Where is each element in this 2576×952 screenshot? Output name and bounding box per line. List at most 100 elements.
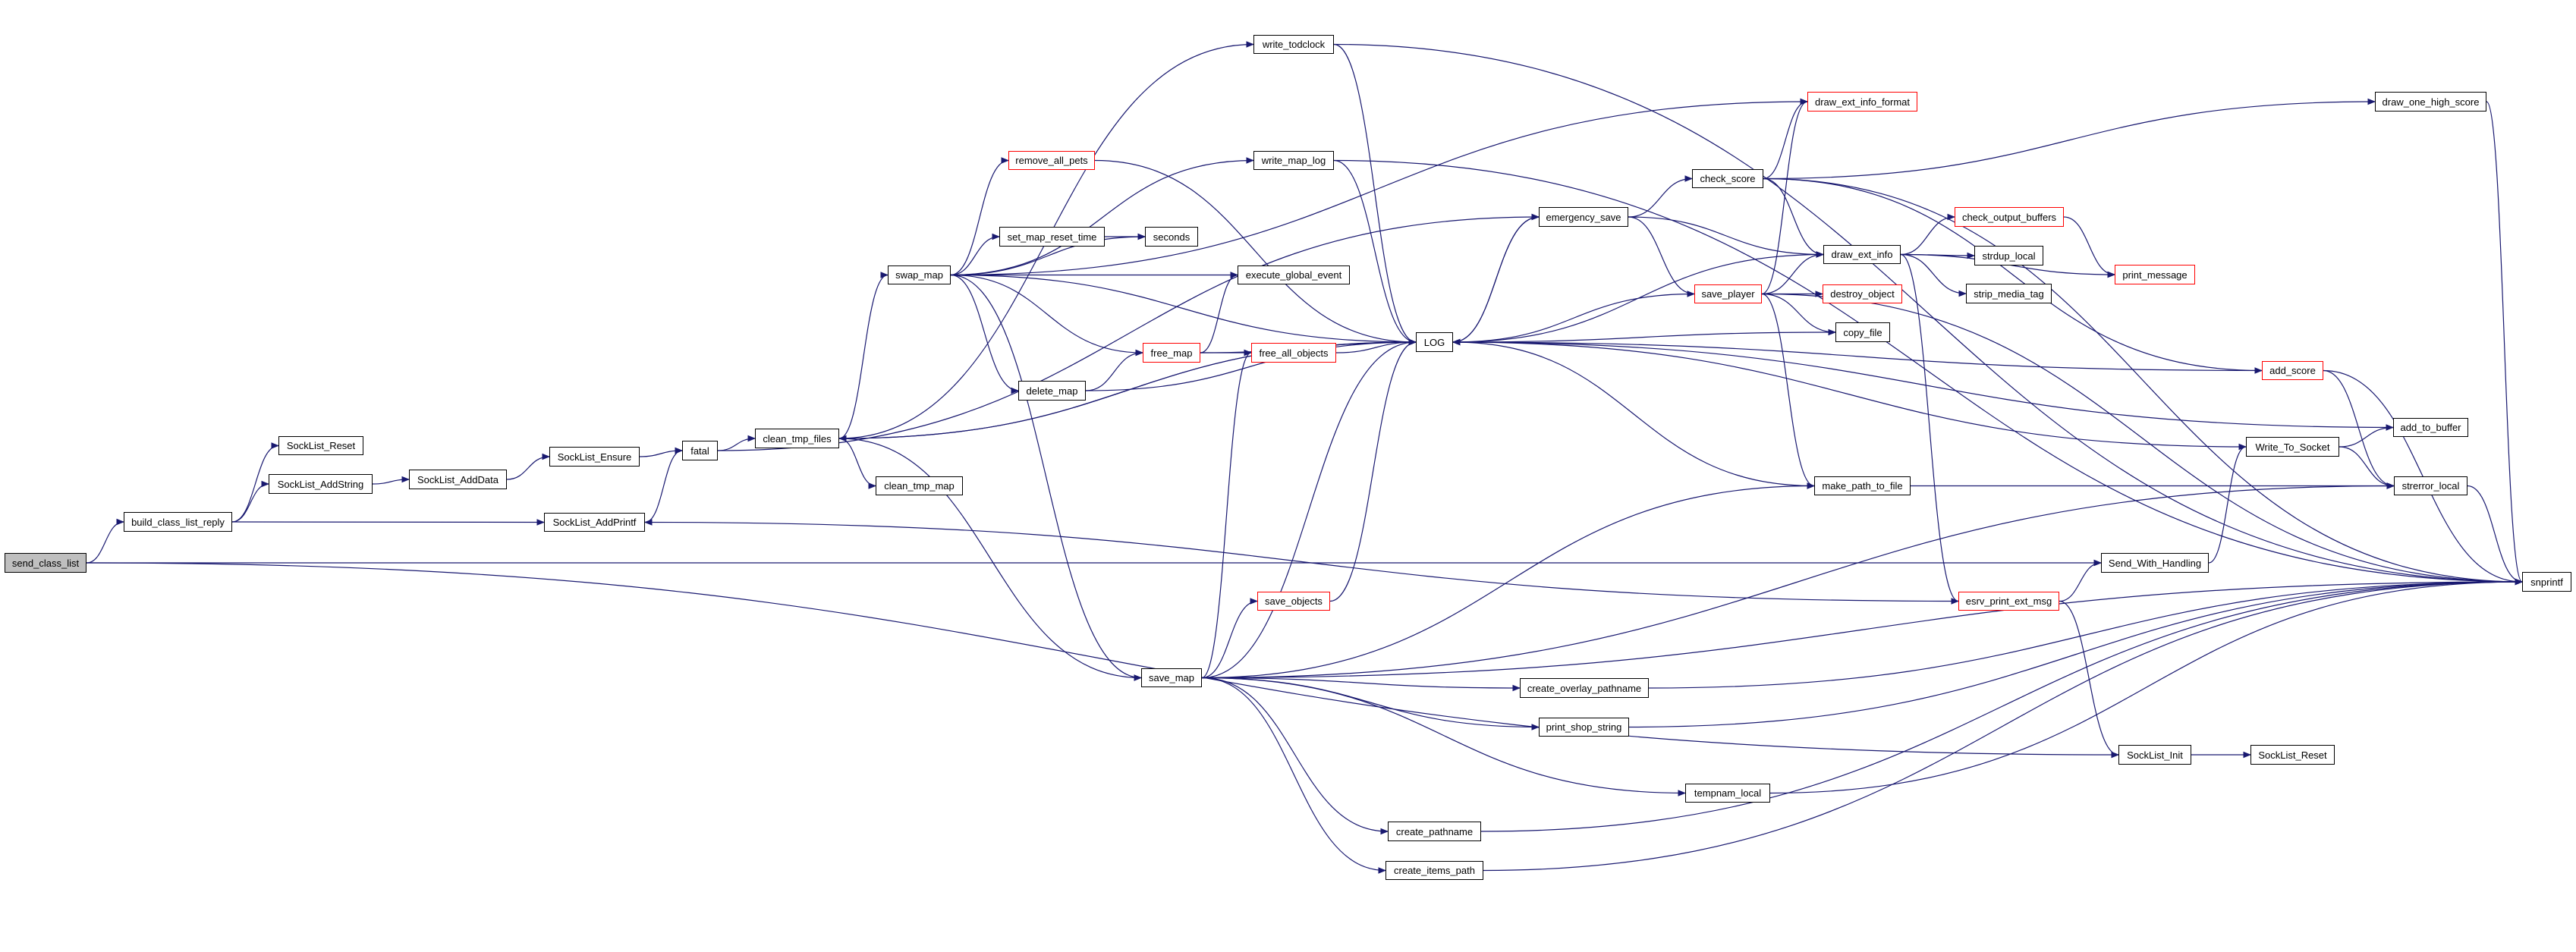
graph-node-socklist-adddata[interactable]: SockList_AddData bbox=[409, 470, 507, 489]
edge-build_class_list_reply-to-SockList_Reset_a bbox=[231, 442, 280, 523]
graph-node-send-with-handling[interactable]: Send_With_Handling bbox=[2101, 553, 2209, 573]
edge-SockList_AddData-to-SockList_Ensure bbox=[506, 453, 551, 480]
graph-node-delete-map[interactable]: delete_map bbox=[1018, 381, 1086, 401]
graph-node-make-path-to-file[interactable]: make_path_to_file bbox=[1814, 476, 1911, 495]
graph-node-socklist-reset-b[interactable]: SockList_Reset bbox=[2250, 745, 2335, 765]
edge-Send_With_Handling-to-Write_To_Socket bbox=[2208, 443, 2247, 564]
graph-node-save-objects[interactable]: save_objects bbox=[1257, 592, 1330, 611]
graph-node-check-score[interactable]: check_score bbox=[1692, 169, 1763, 188]
edge-delete_map-to-free_map bbox=[1085, 349, 1144, 391]
edge-save_map-to-strerror_local bbox=[1201, 482, 2395, 679]
edge-SockList_AddPrintf-to-fatal bbox=[644, 447, 684, 523]
graph-node-strdup-local[interactable]: strdup_local bbox=[1974, 246, 2043, 265]
edge-print_shop_string-to-snprintf bbox=[1628, 578, 2524, 728]
graph-node-send-class-list[interactable]: send_class_list bbox=[5, 553, 86, 573]
graph-node-strip-media-tag[interactable]: strip_media_tag bbox=[1966, 284, 2052, 303]
edge-save_map-to-create_pathname bbox=[1201, 677, 1389, 835]
graph-node-clean-tmp-map[interactable]: clean_tmp_map bbox=[876, 476, 963, 495]
edge-swap_map-to-write_map_log bbox=[950, 157, 1255, 276]
graph-node-write-todclock[interactable]: write_todclock bbox=[1253, 35, 1334, 54]
edge-create_overlay_pathname-to-snprintf bbox=[1648, 578, 2524, 689]
graph-node-socklist-addstring[interactable]: SockList_AddString bbox=[269, 474, 373, 494]
edge-check_score-to-draw_ext_info_format bbox=[1763, 98, 1809, 180]
graph-node-draw-one-high-score[interactable]: draw_one_high_score bbox=[2375, 92, 2486, 112]
graph-node-execute-global-event[interactable]: execute_global_event bbox=[1238, 265, 1350, 284]
edge-write_map_log-to-snprintf bbox=[1333, 159, 2524, 586]
edge-save_map-to-print_shop_string bbox=[1201, 677, 1540, 730]
edge-add_score-to-LOG bbox=[1452, 338, 2263, 372]
graph-node-save-player[interactable]: save_player bbox=[1694, 284, 1762, 303]
graph-node-write-to-socket[interactable]: Write_To_Socket bbox=[2246, 437, 2339, 457]
graph-node-build-class-list-reply[interactable]: build_class_list_reply bbox=[124, 512, 232, 532]
edge-tempnam_local-to-snprintf bbox=[1769, 578, 2524, 794]
edge-save_map-to-make_path_to_file bbox=[1201, 482, 1816, 679]
edge-draw_ext_info-to-LOG bbox=[1452, 253, 1824, 346]
graph-node-esrv-print-ext-msg[interactable]: esrv_print_ext_msg bbox=[1958, 592, 2059, 611]
graph-node-remove-all-pets[interactable]: remove_all_pets bbox=[1008, 151, 1095, 170]
graph-node-log[interactable]: LOG bbox=[1416, 332, 1453, 352]
graph-node-snprintf[interactable]: snprintf bbox=[2522, 572, 2571, 592]
edge-Write_To_Socket-to-add_to_buffer bbox=[2339, 424, 2395, 448]
graph-node-fatal[interactable]: fatal bbox=[682, 441, 718, 460]
edge-copy_file-to-LOG bbox=[1452, 331, 1836, 346]
graph-node-socklist-ensure[interactable]: SockList_Ensure bbox=[549, 447, 640, 467]
graph-node-copy-file[interactable]: copy_file bbox=[1835, 322, 1890, 342]
edge-make_path_to_file-to-LOG bbox=[1452, 338, 1815, 487]
graph-node-check-output-buffers[interactable]: check_output_buffers bbox=[1955, 207, 2064, 227]
graph-node-seconds[interactable]: seconds bbox=[1145, 227, 1198, 247]
edge-save_map-to-LOG bbox=[1201, 338, 1417, 679]
graph-node-print-message[interactable]: print_message bbox=[2115, 265, 2195, 284]
edge-clean_tmp_files-to-save_map bbox=[838, 438, 1143, 681]
edge-free_map-to-execute_global_event bbox=[1200, 272, 1239, 353]
graph-node-add-score[interactable]: add_score bbox=[2262, 361, 2323, 380]
edge-add_to_buffer-to-LOG bbox=[1452, 338, 2394, 429]
graph-node-draw-ext-info[interactable]: draw_ext_info bbox=[1823, 245, 1901, 264]
edge-delete_map-to-LOG bbox=[1085, 338, 1417, 391]
edge-send_class_list-to-SockList_Init bbox=[86, 562, 2120, 759]
edge-send_class_list-to-build_class_list_reply bbox=[86, 518, 125, 564]
edge-save_map-to-save_objects bbox=[1201, 598, 1259, 679]
edge-swap_map-to-free_map bbox=[950, 274, 1144, 357]
edge-save_map-to-free_all_objects bbox=[1201, 349, 1253, 679]
edge-SockList_AddString-to-SockList_AddData bbox=[372, 476, 410, 485]
edge-add_score-to-snprintf bbox=[2323, 369, 2524, 586]
graph-node-clean-tmp-files[interactable]: clean_tmp_files bbox=[755, 429, 839, 448]
graph-node-socklist-reset-a[interactable]: SockList_Reset bbox=[278, 436, 363, 455]
edge-swap_map-to-set_map_reset_time bbox=[950, 233, 1001, 276]
graph-node-socklist-init[interactable]: SockList_Init bbox=[2118, 745, 2191, 765]
graph-node-swap-map[interactable]: swap_map bbox=[888, 265, 951, 284]
graph-node-destroy-object[interactable]: destroy_object bbox=[1823, 284, 1902, 303]
edge-write_map_log-to-LOG bbox=[1333, 159, 1417, 346]
graph-node-write-map-log[interactable]: write_map_log bbox=[1253, 151, 1334, 170]
edge-create_items_path-to-snprintf bbox=[1483, 578, 2524, 872]
edge-create_pathname-to-snprintf bbox=[1480, 578, 2524, 832]
edge-check_score-to-draw_one_high_score bbox=[1763, 98, 2376, 180]
edge-save_map-to-tempnam_local bbox=[1201, 677, 1687, 796]
graph-node-free-map[interactable]: free_map bbox=[1143, 343, 1200, 363]
graph-node-create-overlay-pathname[interactable]: create_overlay_pathname bbox=[1520, 678, 1649, 698]
graph-node-print-shop-string[interactable]: print_shop_string bbox=[1539, 718, 1629, 737]
graph-node-add-to-buffer[interactable]: add_to_buffer bbox=[2393, 418, 2468, 437]
edge-esrv_print_ext_msg-to-SockList_Init bbox=[2059, 600, 2120, 759]
edge-save_map-to-create_items_path bbox=[1201, 677, 1387, 874]
edge-swap_map-to-save_map bbox=[950, 274, 1143, 681]
graph-node-set-map-reset-time[interactable]: set_map_reset_time bbox=[999, 227, 1105, 247]
graph-node-create-pathname[interactable]: create_pathname bbox=[1388, 822, 1481, 841]
edge-add_score-to-strerror_local bbox=[2323, 369, 2395, 489]
graph-node-emergency-save[interactable]: emergency_save bbox=[1539, 207, 1628, 227]
graph-node-draw-ext-info-format[interactable]: draw_ext_info_format bbox=[1807, 92, 1917, 112]
graph-node-strerror-local[interactable]: strerror_local bbox=[2394, 476, 2467, 495]
edge-emergency_save-to-save_player bbox=[1628, 216, 1696, 297]
edge-emergency_save-to-check_score bbox=[1628, 175, 1694, 218]
graph-node-save-map[interactable]: save_map bbox=[1141, 668, 1202, 687]
edge-save_map-to-snprintf bbox=[1201, 578, 2524, 679]
edge-save_player-to-snprintf bbox=[1761, 293, 2524, 586]
edge-save_player-to-LOG bbox=[1452, 293, 1695, 346]
graph-node-create-items-path[interactable]: create_items_path bbox=[1386, 861, 1483, 880]
graph-node-free-all-objects[interactable]: free_all_objects bbox=[1251, 343, 1336, 363]
edge-Write_To_Socket-to-LOG bbox=[1452, 338, 2247, 448]
edge-strerror_local-to-snprintf bbox=[2467, 485, 2524, 586]
graph-node-tempnam-local[interactable]: tempnam_local bbox=[1685, 784, 1770, 803]
graph-node-socklist-addprintf[interactable]: SockList_AddPrintf bbox=[544, 513, 645, 532]
